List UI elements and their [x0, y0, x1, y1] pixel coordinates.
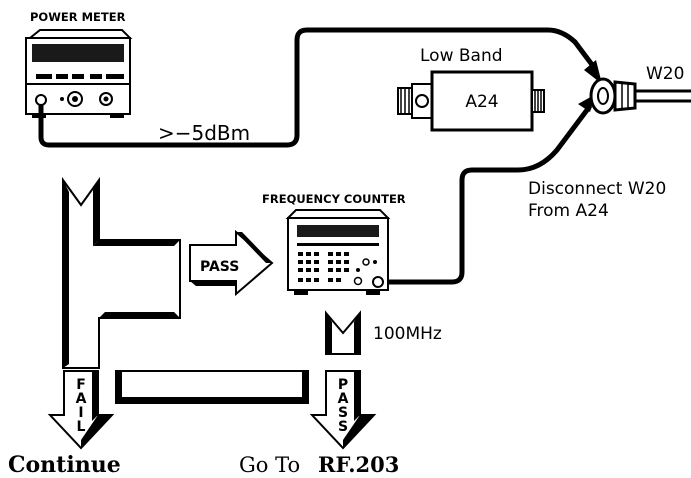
- pass-letter: S: [338, 405, 348, 421]
- continue-label: Continue: [8, 452, 121, 478]
- module-ref: A24: [465, 92, 498, 112]
- instruction-line-1: Disconnect W20: [528, 179, 666, 199]
- power-meter-label: POWER METER: [30, 10, 126, 24]
- pass-letter: A: [338, 391, 349, 407]
- fail-flow-path: [62, 176, 181, 369]
- power-meter: POWER METER: [25, 10, 133, 118]
- fail-letter: F: [76, 377, 86, 393]
- power-meter-input-connector: [35, 94, 47, 106]
- cable-w20: W20: [589, 64, 691, 115]
- pass-letter: P: [338, 377, 348, 393]
- module-a24: Low Band A24: [397, 46, 545, 132]
- power-meter-cable: [38, 27, 598, 148]
- goto-prefix: Go To: [239, 453, 300, 477]
- fail-letter: A: [76, 391, 87, 407]
- instruction-line-2: From A24: [528, 201, 609, 221]
- pass-label: PASS: [200, 259, 239, 275]
- frequency-counter: FREQUENCY COUNTER: [262, 192, 406, 295]
- power-reading: >−5dBm: [158, 121, 250, 145]
- cable-ref: W20: [646, 64, 684, 84]
- goto-target-link[interactable]: RF.203: [318, 452, 399, 477]
- arrow-head-icon: [584, 60, 602, 84]
- frequency-counter-input-connector: [372, 276, 384, 288]
- pass-letter: S: [338, 419, 348, 435]
- fail-letter: L: [77, 419, 86, 435]
- module-band-label: Low Band: [420, 46, 503, 66]
- frequency-counter-label: FREQUENCY COUNTER: [262, 192, 406, 206]
- fail-letter: I: [78, 405, 83, 421]
- frequency-counter-cable: [380, 104, 592, 285]
- module-body: [430, 70, 534, 132]
- frequency-reading: 100MHz: [373, 324, 442, 344]
